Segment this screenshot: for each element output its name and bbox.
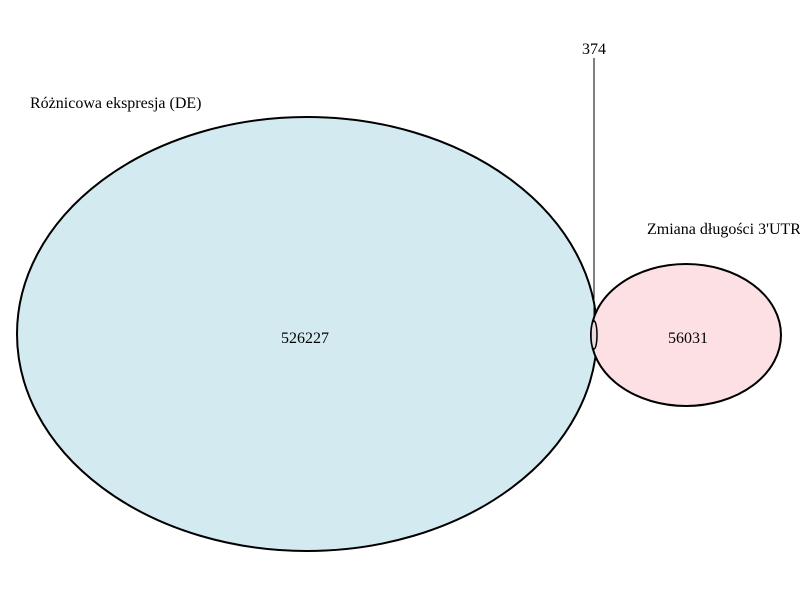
set-utr-label: Zmiana długości 3'UTR	[647, 221, 800, 238]
set-de-label: Różnicowa ekspresja (DE)	[30, 95, 202, 112]
set-utr-only-count: 56031	[668, 330, 708, 347]
intersection-region	[590, 320, 598, 350]
set-de-only-count: 526227	[281, 330, 329, 347]
intersection-count: 374	[582, 41, 606, 58]
